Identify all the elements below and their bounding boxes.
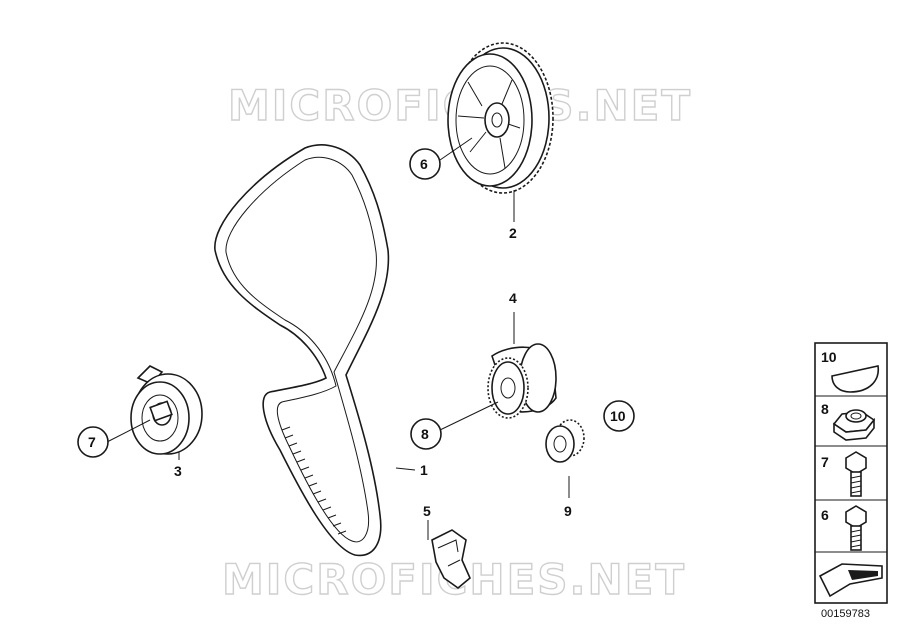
timing-belt[interactable] (214, 144, 416, 557)
guide-bracket[interactable] (427, 520, 471, 590)
small-gear[interactable] (545, 419, 585, 498)
legend-panel: 10 8 7 6 (814, 342, 888, 604)
tensioner-pulley[interactable] (130, 365, 203, 460)
callout-1: 1 (420, 462, 428, 478)
reference-number: 00159783 (821, 608, 870, 620)
camshaft-sprocket[interactable] (447, 42, 554, 222)
hex-nut-icon (832, 409, 876, 441)
legend-number-4: 6 (821, 507, 829, 523)
woodruff-key-icon (831, 365, 879, 393)
legend-number-2: 8 (821, 401, 829, 417)
arrow-icon (818, 563, 883, 598)
callout-badge-10 (603, 400, 635, 432)
callout-badge-6 (409, 148, 441, 180)
callout-8: 8 (421, 426, 429, 442)
callout-10: 10 (610, 408, 626, 424)
callout-6: 6 (420, 156, 428, 172)
callout-9: 9 (564, 503, 572, 519)
callout-4: 4 (509, 290, 517, 306)
hex-bolt-icon (845, 505, 867, 551)
callout-2: 2 (509, 225, 517, 241)
callout-badge-8 (410, 418, 442, 450)
callout-5: 5 (423, 503, 431, 519)
idler-pulley[interactable] (487, 312, 557, 419)
callout-3: 3 (174, 463, 182, 479)
hex-bolt-icon (845, 451, 867, 497)
callout-7: 7 (88, 434, 96, 450)
legend-number-1: 10 (821, 349, 837, 365)
callout-badge-7 (77, 426, 109, 458)
legend-number-3: 7 (821, 454, 829, 470)
